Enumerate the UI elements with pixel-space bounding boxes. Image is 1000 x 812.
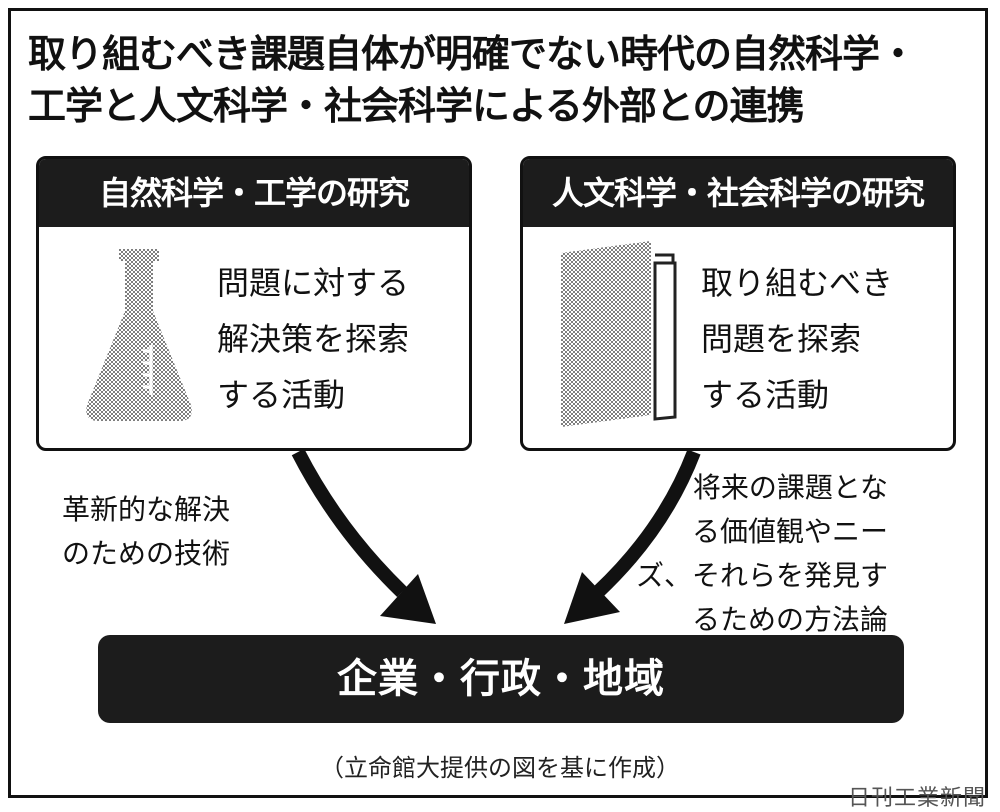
diagram-title: 取り組むべき課題自体が明確でない時代の自然科学・ 工学と人文科学・社会科学による… — [28, 28, 968, 132]
humanities-line-2: 問題を探索 — [701, 320, 862, 358]
target-stakeholders-bar: 企業・行政・地域 — [98, 635, 904, 723]
title-line-2: 工学と人文科学・社会科学による外部との連携 — [28, 84, 804, 128]
left-arrowhead — [380, 574, 436, 624]
source-caption: （立命館大提供の図を基に作成） — [320, 754, 680, 782]
right-arrow-label-line-3: ズ、それらを発見す — [636, 559, 889, 592]
natural-science-line-1: 問題に対する — [217, 264, 410, 302]
natural-science-line-3: する活動 — [217, 376, 346, 414]
humanities-line-1: 取り組むべき — [701, 264, 894, 302]
humanities-line-3: する活動 — [701, 376, 830, 414]
left-arrow-label-line-2: のための技術 — [62, 537, 231, 570]
left-arrow-label: 革新的な解決 のための技術 — [62, 488, 230, 576]
right-arrow-label: 将来の課題とな る価値観やニー ズ、それらを発見す るための方法論 — [636, 466, 888, 642]
humanities-box: 人文科学・社会科学の研究 取り組むべき 問題を探索 する活動 — [520, 156, 956, 451]
natural-science-line-2: 解決策を探索 — [217, 320, 410, 358]
natural-science-box: 自然科学・工学の研究 問題に対する 解決策を探索 する活動 — [36, 156, 472, 451]
humanities-description: 取り組むべき 問題を探索 する活動 — [701, 255, 893, 423]
left-arrow — [291, 448, 407, 598]
title-line-1: 取り組むべき課題自体が明確でない時代の自然科学・ — [28, 32, 917, 76]
right-arrow — [593, 449, 701, 598]
natural-science-description: 問題に対する 解決策を探索 する活動 — [217, 255, 409, 423]
folder-icon — [561, 241, 677, 427]
right-arrow-label-line-1: 将来の課題とな — [692, 471, 889, 504]
right-arrow-label-line-2: る価値観やニー — [692, 515, 889, 548]
natural-science-header: 自然科学・工学の研究 — [39, 159, 469, 227]
left-arrow-label-line-1: 革新的な解決 — [62, 493, 231, 526]
publisher-credit: 日刊工業新聞 — [847, 786, 986, 811]
humanities-header: 人文科学・社会科学の研究 — [523, 159, 953, 227]
right-arrowhead — [564, 572, 620, 624]
flask-icon — [86, 249, 192, 421]
right-arrow-label-line-4: るための方法論 — [692, 603, 889, 636]
